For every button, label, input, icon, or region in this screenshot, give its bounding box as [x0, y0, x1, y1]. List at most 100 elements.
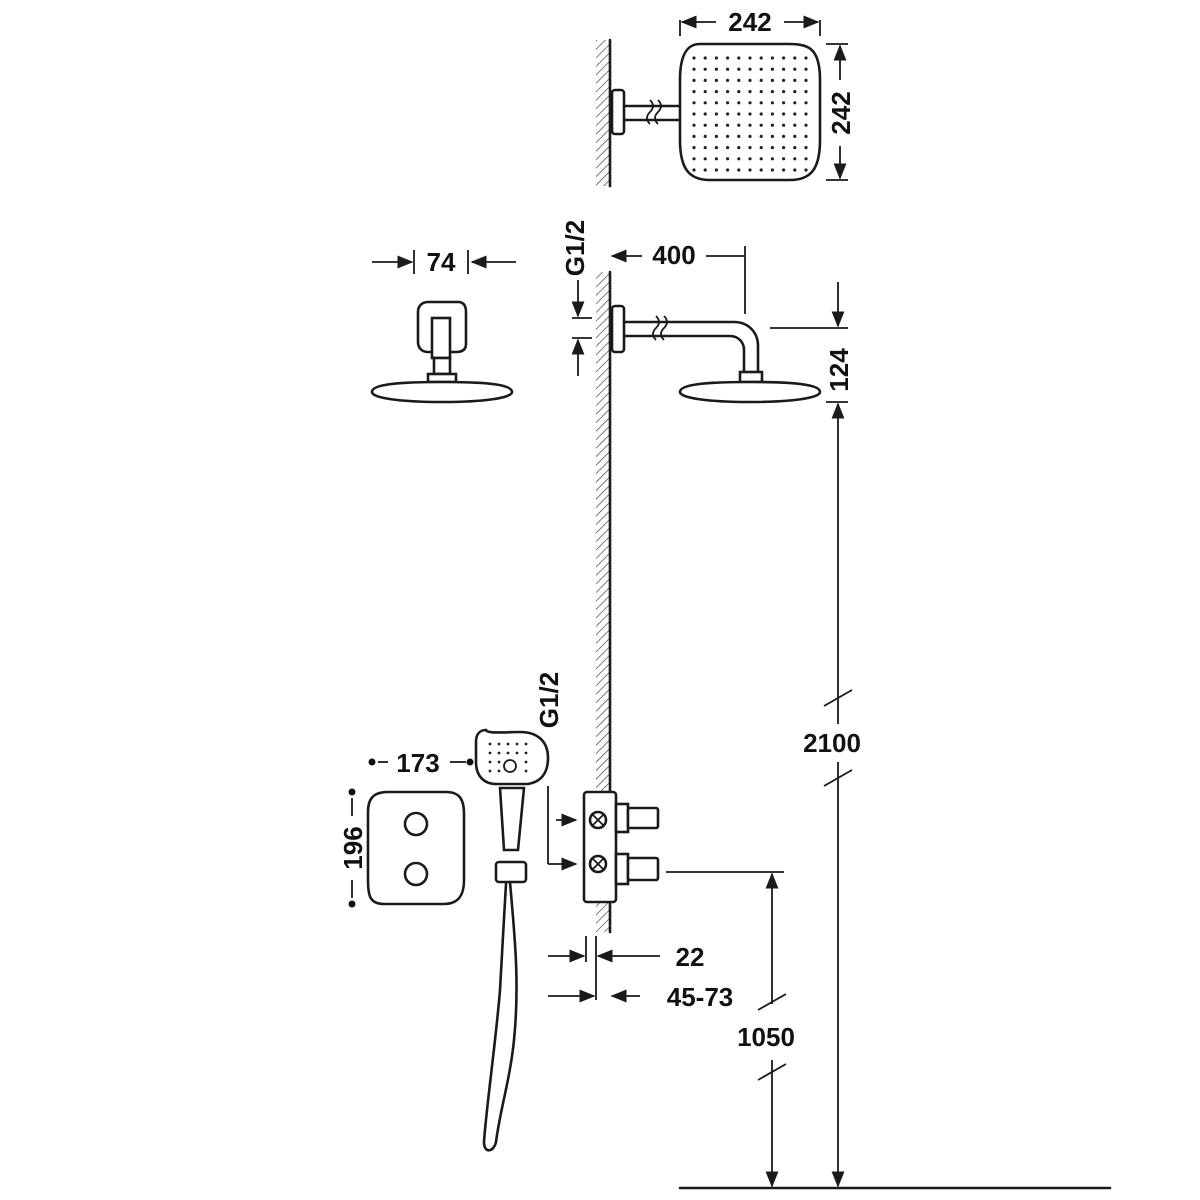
nozzle-dot [726, 123, 730, 127]
port-x [591, 813, 605, 827]
nozzle-dot [748, 56, 752, 60]
nozzle-dot [759, 157, 763, 161]
nozzle-dot [804, 146, 808, 150]
rain-head-side-left [370, 380, 514, 404]
nozzle-dot [703, 56, 707, 60]
top-wall-flange [610, 88, 626, 136]
front-view-arm-group: G1/2 400 124 2100 [560, 220, 1112, 1190]
nozzle-dot [770, 168, 775, 172]
nozzle-dot [759, 90, 763, 94]
nozzle-dot [782, 67, 786, 71]
hand-nozzle-dot [515, 742, 519, 746]
nozzle-dot [714, 101, 719, 105]
dim-label-overall-height: 2100 [803, 728, 861, 758]
nozzle-dot [726, 101, 730, 105]
thermostat-trim-plate [366, 790, 466, 906]
nozzle-dot [737, 134, 741, 138]
nozzle-dot [793, 146, 797, 150]
nozzle-dot [692, 90, 696, 94]
hand-shower-center [503, 759, 517, 773]
nozzle-dot [737, 146, 741, 150]
dim-label-outlet-width: 74 [427, 247, 456, 277]
nozzle-dot [714, 112, 719, 116]
nozzle-dot [770, 134, 775, 138]
nozzle-dot [759, 134, 763, 138]
hand-nozzle-dot [524, 760, 528, 764]
nozzle-dot [737, 78, 741, 82]
shower-hose [482, 880, 518, 1152]
dim-label-plate-width: 173 [396, 748, 439, 778]
hand-nozzle-dot [497, 760, 501, 764]
arm-nut [738, 370, 764, 384]
nozzle-dot [703, 112, 707, 116]
rain-head-square-top [678, 42, 822, 182]
nozzle-dot [782, 157, 786, 161]
nozzle-dot [793, 168, 797, 172]
nozzle-dot [737, 101, 741, 105]
nozzle-dot [782, 90, 786, 94]
nozzle-dot [692, 101, 696, 105]
nozzle-dot [759, 112, 763, 116]
dim-break [823, 769, 853, 787]
nozzle-dot [804, 90, 808, 94]
nozzle-dot [703, 157, 707, 161]
valve-stem-upper [626, 806, 660, 830]
nozzle-dot [759, 67, 763, 71]
valve-stem-upper-base [614, 802, 630, 834]
nozzle-dot [737, 168, 741, 172]
nozzle-dot [782, 56, 786, 60]
nozzle-dot [726, 90, 730, 94]
nozzle-dot [726, 146, 730, 150]
head-connector [432, 356, 452, 376]
port-x [591, 857, 605, 871]
dim-label-valve-depth: 22 [676, 942, 705, 972]
nozzle-dot [714, 56, 719, 60]
nozzle-dot [770, 67, 775, 71]
nozzle-dot [759, 101, 763, 105]
nozzle-dot [804, 157, 808, 161]
dim-label-head-width: 242 [728, 7, 771, 37]
nozzle-dot [793, 112, 797, 116]
dim-break [757, 993, 787, 1011]
hand-shower-handle [498, 786, 526, 852]
top-view-group: 242 242 [596, 7, 856, 188]
nozzle-dot [804, 168, 808, 172]
rain-head-side-right [678, 380, 822, 404]
nozzle-dot [782, 134, 786, 138]
nozzle-dot [726, 56, 730, 60]
nozzle-dot [703, 90, 707, 94]
hand-nozzle-dot [497, 751, 501, 755]
nozzle-dot [770, 112, 775, 116]
dim-dot [368, 758, 376, 766]
hand-nozzle-dot [524, 769, 528, 773]
nozzle-dot [692, 168, 696, 172]
arm-lower-edge [622, 334, 746, 374]
nozzle-dot [770, 157, 775, 161]
nozzle-dot [692, 67, 696, 71]
hand-shower-nozzles [488, 742, 528, 773]
top-break-1 [646, 99, 654, 125]
hand-nozzle-dot [506, 751, 510, 755]
nozzle-dot [793, 134, 797, 138]
nozzle-dot [703, 67, 707, 71]
hand-shower-head [474, 728, 550, 786]
nozzle-dot [726, 168, 730, 172]
dim-label-head-depth: 242 [826, 91, 856, 134]
nozzle-dot [793, 78, 797, 82]
nozzle-dot [714, 78, 719, 82]
nozzle-dot [692, 134, 696, 138]
hand-nozzle-dot [524, 742, 528, 746]
hand-nozzle-dot [488, 742, 492, 746]
hand-nozzle-dot [488, 751, 492, 755]
nozzle-dot [703, 101, 707, 105]
nozzle-dot [793, 101, 797, 105]
nozzle-dot [759, 78, 763, 82]
hand-nozzle-dot [497, 769, 501, 773]
hand-shower-holder [494, 860, 528, 884]
hand-nozzle-dot [488, 760, 492, 764]
nozzle-dot [782, 146, 786, 150]
nozzle-dot [714, 90, 719, 94]
hand-nozzle-dot [515, 751, 519, 755]
top-break-2 [654, 99, 662, 125]
